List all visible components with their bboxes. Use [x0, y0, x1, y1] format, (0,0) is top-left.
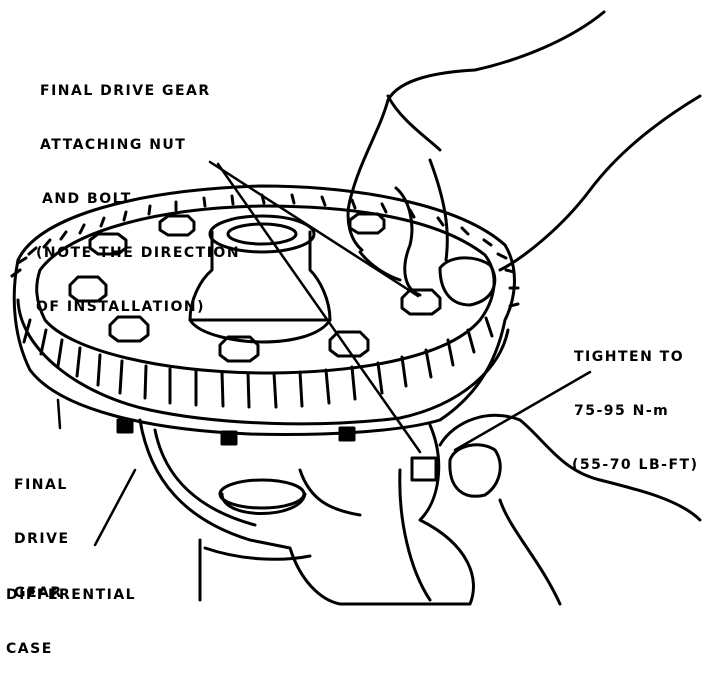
label-attaching-nut-and-bolt: FINAL DRIVE GEAR ATTACHING NUT AND BOLT … — [36, 46, 240, 334]
label-line: 75-95 N-m — [574, 403, 670, 419]
label-line: AND BOLT — [42, 191, 132, 207]
label-differential-case: DIFFERENTIAL CASE — [6, 550, 136, 676]
gear-illustration — [10, 10, 702, 606]
leader-lines — [56, 160, 592, 547]
label-line: (55-70 LB-FT) — [572, 457, 699, 473]
label-line: TIGHTEN TO — [574, 349, 685, 365]
differential-case-body — [138, 418, 475, 606]
label-line: DRIVE — [14, 531, 70, 547]
lower-hand — [398, 413, 702, 606]
upper-hand — [346, 10, 702, 307]
label-line: FINAL DRIVE GEAR — [40, 83, 211, 99]
gear-hub — [188, 214, 332, 344]
label-line: ATTACHING NUT — [40, 137, 187, 153]
label-line: CASE — [6, 641, 53, 657]
final-drive-gear-ring — [10, 184, 520, 436]
label-line: GEAR — [14, 585, 63, 601]
bolt-heads — [68, 212, 442, 363]
label-line: (NOTE THE DIRECTION — [36, 245, 241, 261]
label-line: OF INSTALLATION) — [36, 299, 206, 315]
label-line: DIFFERENTIAL — [6, 587, 137, 603]
label-line: FINAL — [14, 477, 68, 493]
label-tighten-torque: TIGHTEN TO 75-95 N-m (55-70 LB-FT) — [572, 312, 699, 492]
nuts-under-flange — [116, 418, 356, 446]
label-final-drive-gear: FINAL DRIVE GEAR — [14, 440, 70, 620]
